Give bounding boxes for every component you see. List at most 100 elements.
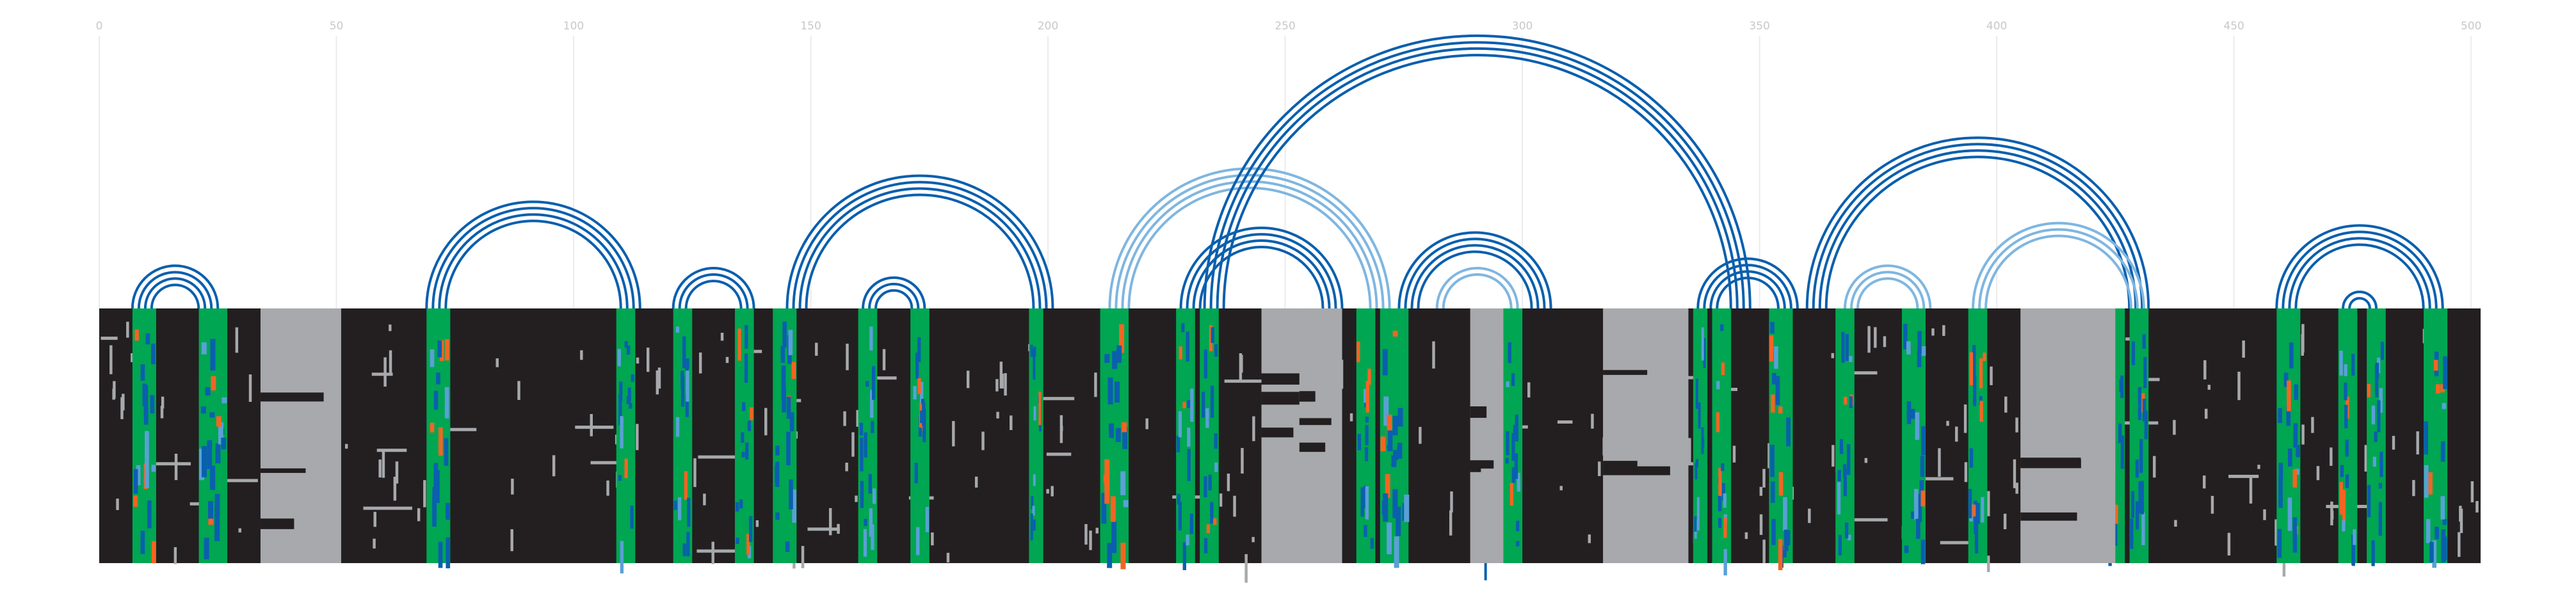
track-mark (395, 461, 399, 484)
column-mark (1517, 472, 1520, 490)
track-mark (393, 476, 397, 501)
column-mark (687, 497, 691, 527)
column-mark (1038, 392, 1042, 426)
column-mark (871, 524, 874, 550)
column-mark (917, 378, 921, 394)
column-mark (2287, 380, 2291, 411)
arc-strand (1703, 264, 1792, 309)
track-mark (698, 352, 702, 374)
column-mark (210, 465, 216, 490)
column-mark (780, 346, 785, 363)
track-mark (146, 462, 191, 466)
track-mark (238, 528, 241, 533)
column-mark (1904, 545, 1909, 554)
column-gap (260, 518, 294, 529)
track-mark (1987, 491, 1990, 516)
track-mark (1001, 373, 1004, 389)
track-mark (382, 449, 385, 478)
arc-strand (1856, 277, 1919, 309)
track-mark (235, 327, 239, 353)
track-mark (698, 455, 750, 459)
track-mark (801, 546, 805, 568)
column-mark (1357, 434, 1361, 440)
column-mark (868, 474, 872, 494)
column-mark (2135, 459, 2139, 478)
column-mark (785, 541, 790, 552)
column-mark (444, 387, 449, 419)
green-column (858, 308, 878, 563)
column-mark (739, 499, 743, 509)
column-mark (1718, 518, 1722, 528)
column-mark (1116, 345, 1122, 358)
column-mark (1785, 530, 1791, 546)
track-mark (2015, 417, 2018, 433)
column-mark (2379, 388, 2383, 413)
column-mark (198, 449, 204, 481)
column-gap (260, 468, 306, 474)
column-mark (1695, 463, 1698, 480)
arc-strand (1442, 273, 1513, 309)
track-mark (1588, 534, 1591, 543)
track-mark (1767, 443, 1771, 468)
track-mark (2470, 481, 2474, 502)
column-mark (1974, 521, 1979, 554)
column-mark (1357, 438, 1362, 450)
arc-strand (137, 271, 213, 309)
column-mark (2342, 520, 2346, 532)
arc-strand (1850, 271, 1926, 309)
column-mark (626, 345, 631, 355)
track-mark (2364, 445, 2367, 472)
track-mark (1252, 537, 1255, 543)
track-mark (417, 508, 421, 522)
column-mark (2345, 474, 2349, 488)
column-mark (214, 493, 220, 516)
column-mark (1915, 412, 1920, 440)
column-mark (2289, 342, 2294, 369)
track-mark (2475, 501, 2479, 513)
column-mark (2138, 481, 2142, 514)
arc-strand (444, 219, 622, 309)
track-mark (1557, 420, 1573, 424)
column-mark (675, 417, 680, 437)
column-mark (201, 342, 207, 355)
column-mark (686, 532, 690, 557)
column-mark (675, 326, 680, 333)
column-mark (1920, 490, 1926, 507)
column-mark (1903, 324, 1908, 349)
track-mark (1219, 493, 1223, 507)
track-mark (383, 357, 387, 387)
column-mark (1917, 493, 1922, 522)
column-gap (1261, 373, 1303, 385)
arc-strand (1696, 257, 1799, 309)
column-mark (1837, 482, 1841, 514)
column-mark (2442, 536, 2447, 561)
column-mark (1723, 548, 1727, 576)
track-mark (703, 493, 706, 506)
column-mark (2277, 529, 2282, 558)
track-mark (173, 547, 177, 564)
track-mark (1046, 452, 1072, 456)
column-mark (1203, 476, 1207, 498)
column-mark (680, 376, 685, 407)
track-mark (1244, 554, 1248, 583)
column-mark (430, 349, 435, 367)
column-mark (684, 471, 688, 500)
sequence-track (99, 308, 2481, 583)
arc-bundle (131, 264, 220, 309)
track-mark (1831, 353, 1835, 358)
column-mark (2141, 512, 2145, 545)
track-mark (1963, 404, 1967, 433)
column-mark (2286, 406, 2291, 426)
column-mark (2442, 518, 2447, 525)
track-mark (764, 408, 768, 436)
column-mark (789, 479, 793, 510)
column-mark (1769, 335, 1774, 362)
column-mark (2139, 439, 2143, 473)
column-mark (1849, 356, 1853, 362)
arc-strand (438, 213, 629, 309)
column-mark (432, 486, 437, 518)
arc-bundle (1397, 232, 1552, 309)
track-mark (696, 549, 741, 553)
column-mark (2378, 482, 2383, 489)
track-mark (1854, 518, 1888, 522)
